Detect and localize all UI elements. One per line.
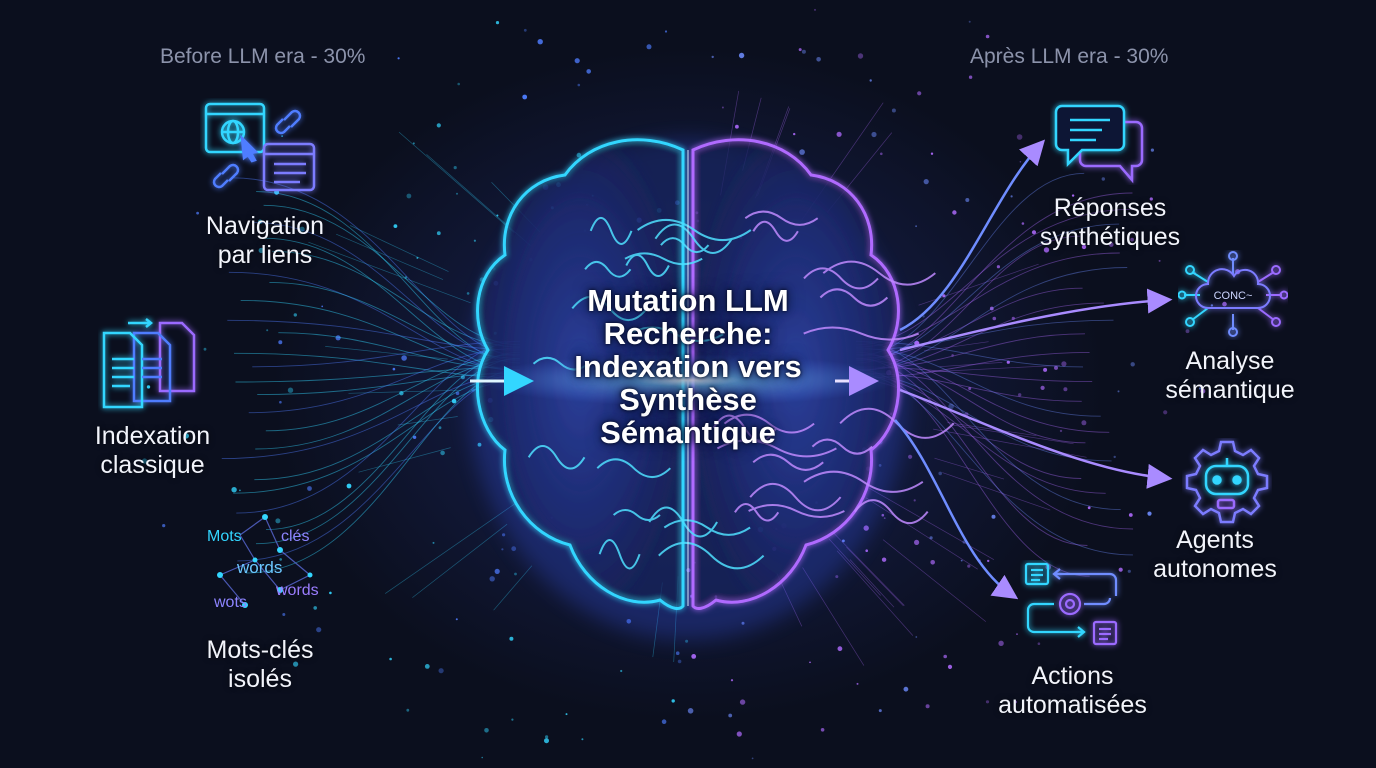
arrow-to-agents bbox=[899, 388, 1173, 489]
left-era-label: Before LLM era - 30% bbox=[160, 45, 366, 68]
label-line: Actions bbox=[1031, 662, 1114, 690]
label-responses: Réponses synthétiques bbox=[1020, 194, 1200, 252]
label-line: Réponses bbox=[1053, 194, 1167, 222]
keyword-tag: clés bbox=[281, 528, 310, 545]
label-line: Indexation bbox=[94, 422, 211, 450]
output-arrows bbox=[894, 139, 1173, 600]
label-line: Agents bbox=[1176, 526, 1254, 554]
label-agents: Agents autonomes bbox=[1130, 526, 1300, 584]
title-line: Synthèse bbox=[619, 382, 757, 417]
label-line: sémantique bbox=[1165, 376, 1295, 404]
keyword-network-icon bbox=[217, 514, 313, 608]
label-line: classique bbox=[100, 451, 205, 479]
label-indexation: Indexation classique bbox=[70, 422, 235, 480]
label-line: autonomes bbox=[1153, 555, 1277, 583]
label-keywords: Mots-clés isolés bbox=[180, 636, 340, 694]
keyword-tag: Mots bbox=[207, 528, 242, 545]
keyword-tag: words bbox=[276, 582, 319, 599]
label-line: Mots-clés bbox=[206, 636, 314, 664]
title-line: Mutation LLM bbox=[587, 283, 789, 318]
particle-field bbox=[128, 8, 1241, 760]
brain-graphic bbox=[468, 138, 955, 640]
keyword-tag: words bbox=[237, 558, 283, 577]
concept-icon-text: CONC~ bbox=[1214, 290, 1253, 302]
label-line: Analyse bbox=[1185, 347, 1275, 375]
title-line: Indexation vers bbox=[574, 349, 802, 384]
concept-network-icon: CONC~ bbox=[1178, 251, 1288, 337]
label-line: isolés bbox=[228, 665, 292, 693]
chat-bubbles-icon bbox=[1054, 104, 1144, 184]
keyword-tag: wots bbox=[214, 594, 247, 611]
arrow-to-actions bbox=[894, 419, 1019, 600]
label-line: Navigation bbox=[205, 212, 325, 240]
title-line: Sémantique bbox=[600, 415, 776, 450]
arrow-to-analysis bbox=[899, 288, 1173, 352]
title-line: Recherche: bbox=[603, 316, 773, 351]
robot-gear-icon bbox=[1185, 440, 1269, 524]
center-title: Mutation LLM Recherche: Indexation vers … bbox=[530, 284, 846, 449]
label-line: automatisées bbox=[998, 691, 1147, 719]
label-actions: Actions automatisées bbox=[975, 662, 1170, 720]
browser-link-icon bbox=[204, 102, 316, 192]
arrow-to-responses bbox=[899, 139, 1046, 332]
label-line: synthétiques bbox=[1039, 223, 1181, 251]
documents-icon bbox=[102, 318, 196, 409]
label-navigation: Navigation par liens bbox=[180, 212, 350, 270]
label-analysis: Analyse sémantique bbox=[1145, 347, 1315, 405]
label-line: par liens bbox=[217, 241, 313, 269]
workflow-icon bbox=[1024, 562, 1118, 646]
right-era-label: Après LLM era - 30% bbox=[970, 45, 1169, 68]
